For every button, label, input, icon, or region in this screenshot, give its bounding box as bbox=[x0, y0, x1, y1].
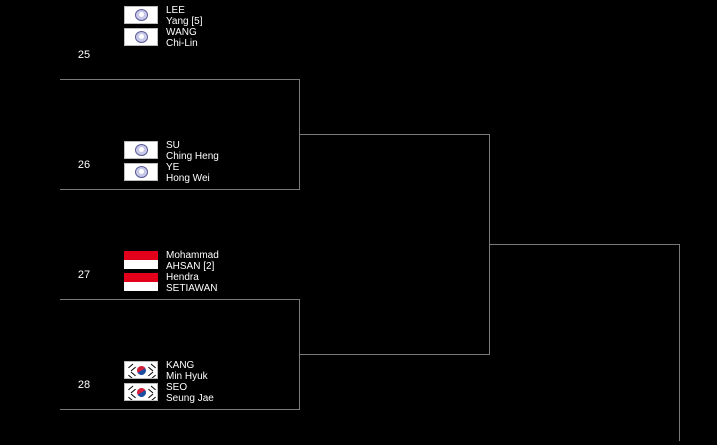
player-first-name: Hendra bbox=[166, 272, 199, 283]
chinese-taipei-flag-icon bbox=[124, 163, 158, 181]
player-last-name: Ching Heng bbox=[166, 151, 219, 162]
player-last-name: Hong Wei bbox=[166, 173, 210, 184]
player-last-name: SETIAWAN bbox=[166, 283, 218, 294]
bracket-line bbox=[60, 409, 300, 410]
player-last-name: Seung Jae bbox=[166, 393, 214, 404]
player-first-name: SEO bbox=[166, 382, 188, 393]
chinese-taipei-flag-icon bbox=[124, 28, 158, 46]
bracket-line bbox=[299, 354, 489, 355]
player-first-name: Mohammad bbox=[166, 250, 219, 261]
bracket-line bbox=[679, 244, 680, 441]
match-28[interactable]: 28 KANG Min Hyuk SEO Seung Jae bbox=[60, 335, 300, 445]
bracket-line bbox=[489, 244, 680, 245]
player-first-name: WANG bbox=[166, 27, 197, 38]
bracket-line bbox=[60, 189, 300, 190]
player-last-name: Chi-Lin bbox=[166, 38, 198, 49]
player-first-name: SU bbox=[166, 140, 180, 151]
player-last-name: Min Hyuk bbox=[166, 371, 208, 382]
match-number: 27 bbox=[77, 269, 91, 281]
match-number: 28 bbox=[77, 379, 91, 391]
player-first-name: YE bbox=[166, 162, 180, 173]
player-first-name: KANG bbox=[166, 360, 195, 371]
indonesia-flag-icon bbox=[124, 273, 158, 291]
bracket-line bbox=[60, 299, 300, 300]
chinese-taipei-flag-icon bbox=[124, 6, 158, 24]
match-number: 26 bbox=[77, 159, 91, 171]
match-number: 25 bbox=[77, 49, 91, 61]
player-last-name: AHSAN [2] bbox=[166, 261, 215, 272]
match-26[interactable]: 26 SU Ching Heng YE Hong Wei bbox=[60, 115, 300, 225]
indonesia-flag-icon bbox=[124, 251, 158, 269]
player-first-name: LEE bbox=[166, 5, 185, 16]
korea-flag-icon bbox=[124, 361, 158, 379]
korea-flag-icon bbox=[124, 383, 158, 401]
player-last-name: Yang [5] bbox=[166, 16, 203, 27]
bracket-line bbox=[299, 134, 489, 135]
match-27[interactable]: 27 Mohammad AHSAN [2] Hendra SETIAWAN bbox=[60, 225, 300, 335]
chinese-taipei-flag-icon bbox=[124, 141, 158, 159]
match-25[interactable]: 25 LEE Yang [5] WANG Chi-Lin bbox=[60, 5, 300, 115]
bracket-line bbox=[60, 79, 300, 80]
